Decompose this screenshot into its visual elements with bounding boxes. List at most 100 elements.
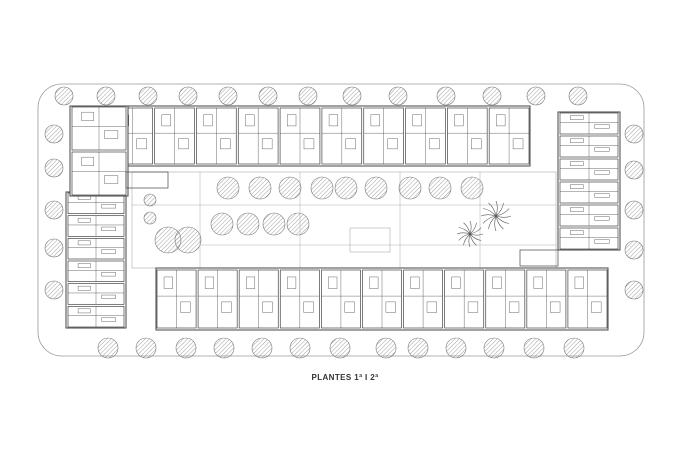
palm-frond: [495, 200, 498, 217]
tree-icon: [174, 226, 202, 254]
tree-icon: [289, 337, 311, 359]
palm-frond: [495, 215, 512, 218]
fixture: [163, 276, 173, 289]
palm-frond: [495, 202, 504, 217]
tree-icon: [563, 337, 585, 359]
fixture: [594, 193, 610, 198]
fixture: [77, 285, 91, 291]
fixture: [570, 138, 584, 143]
tree-icon: [460, 176, 484, 200]
palm-frond: [469, 233, 482, 241]
fountain-basin: [349, 227, 391, 253]
fixture: [77, 263, 91, 268]
fixture: [594, 124, 610, 129]
fixture: [101, 249, 116, 254]
tree-icon: [213, 337, 235, 359]
fixture: [426, 301, 437, 313]
tree-icon: [135, 337, 157, 359]
fixture: [512, 138, 524, 150]
palm-layer: [456, 200, 512, 248]
fixture: [451, 276, 461, 289]
fixture: [221, 301, 232, 313]
block-outline: [65, 191, 127, 329]
fixture: [328, 114, 339, 127]
fixture: [533, 276, 543, 289]
tree-icon: [483, 337, 505, 359]
fixture: [136, 138, 147, 150]
tree-icon: [375, 337, 397, 359]
tree-icon: [624, 280, 644, 300]
tree-icon: [310, 176, 334, 200]
tree-icon: [388, 86, 408, 106]
fixture: [77, 240, 91, 246]
fixture: [594, 147, 610, 152]
tree-icon: [258, 86, 278, 106]
tree-icon: [278, 176, 302, 200]
tree-icon: [143, 193, 157, 207]
fixture: [287, 276, 297, 289]
fixture: [204, 276, 214, 289]
tree-icon: [436, 86, 456, 106]
tree-icon: [216, 176, 240, 200]
fixture: [429, 138, 440, 150]
tree-icon: [398, 176, 422, 200]
fixture: [81, 156, 94, 166]
tree-icon: [407, 337, 429, 359]
fixture: [570, 207, 584, 212]
fixture: [369, 276, 379, 289]
fixture: [262, 301, 273, 313]
tree-icon: [482, 86, 502, 106]
fixture: [370, 114, 380, 127]
tree-icon: [44, 200, 64, 220]
fixture: [101, 317, 116, 322]
tree-layer: [44, 86, 644, 359]
tree-icon: [97, 337, 119, 359]
palm-frond: [463, 233, 471, 246]
palm-frond: [482, 208, 497, 217]
fixture: [454, 114, 464, 127]
fixture: [101, 204, 116, 209]
tree-icon: [54, 86, 74, 106]
tree-icon: [236, 212, 260, 236]
drawing-caption: PLANTES 1ª I 2ª: [311, 373, 379, 382]
palm-frond: [480, 214, 497, 217]
tree-icon: [624, 160, 644, 180]
fixture: [594, 239, 610, 244]
palm-frond: [495, 215, 504, 230]
tree-icon: [44, 158, 64, 178]
tree-icon: [178, 86, 198, 106]
block-outline: [557, 111, 621, 251]
fixture: [303, 301, 314, 313]
palm-frond: [469, 220, 472, 235]
palm-frond: [456, 232, 471, 235]
fixture: [344, 301, 355, 313]
tree-icon: [44, 280, 64, 300]
fixture: [496, 114, 506, 127]
fixture: [220, 138, 231, 150]
fixture: [203, 114, 213, 127]
fixture: [104, 130, 119, 139]
tree-icon: [286, 212, 310, 236]
fixture: [570, 161, 584, 166]
tree-icon: [44, 238, 64, 258]
fixture: [387, 138, 398, 150]
fixture: [492, 276, 502, 289]
fixture: [81, 111, 94, 121]
tree-icon: [248, 176, 272, 200]
west-upper-block: [69, 105, 129, 197]
tree-icon: [624, 124, 644, 144]
tree-icon: [428, 176, 452, 200]
fixture: [180, 301, 191, 313]
west-block: [65, 191, 127, 329]
tree-icon: [262, 212, 286, 236]
palm-frond: [488, 215, 497, 230]
fixture: [104, 175, 119, 184]
tree-icon: [175, 337, 197, 359]
fixture: [570, 184, 584, 189]
palm-frond: [469, 227, 482, 235]
fixture: [508, 301, 520, 313]
fixture: [287, 114, 297, 127]
palm-frond: [469, 222, 477, 235]
fixture: [161, 114, 171, 127]
